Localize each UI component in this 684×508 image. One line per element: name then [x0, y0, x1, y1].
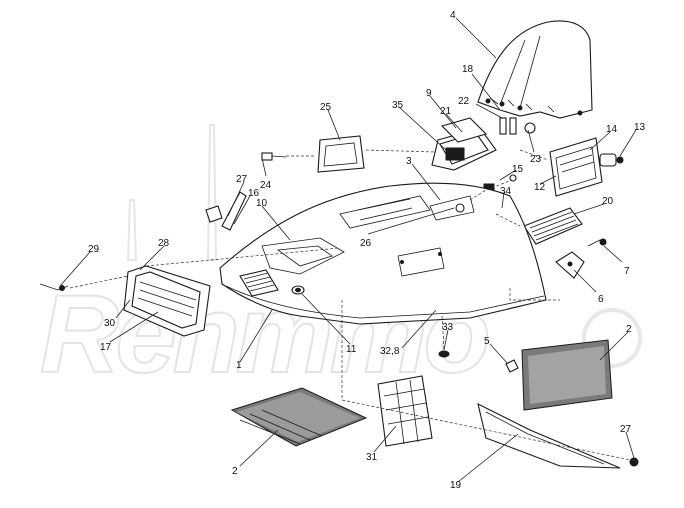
- strap-part: [205, 191, 247, 231]
- light-cover-part: [317, 135, 365, 173]
- label-23: 23: [530, 154, 542, 165]
- insulation-pad-left: [230, 387, 368, 447]
- label-31: 31: [366, 452, 378, 463]
- label-24: 24: [260, 180, 272, 191]
- label-28: 28: [158, 238, 170, 249]
- label-32-8: 32,8: [380, 346, 400, 357]
- grille-20: [523, 207, 583, 245]
- label-12: 12: [534, 182, 546, 193]
- clip-7: [587, 238, 607, 247]
- belly-pan-19: [477, 402, 621, 469]
- screw-24: [261, 152, 287, 161]
- label-26: 26: [360, 238, 372, 249]
- leader-lines: [59, 17, 637, 483]
- label-21: 21: [440, 106, 452, 117]
- label-34: 34: [500, 186, 512, 197]
- label-4: 4: [450, 10, 456, 21]
- label-7: 7: [624, 266, 630, 277]
- cable-29: [39, 283, 69, 291]
- label-2-right: 2: [626, 324, 632, 335]
- label-19: 19: [450, 480, 462, 491]
- label-6: 6: [598, 294, 604, 305]
- switch-13: [599, 153, 624, 167]
- label-27-top: 27: [236, 174, 248, 185]
- dashed-alignment-lines: [69, 149, 641, 463]
- label-3: 3: [406, 156, 412, 167]
- label-18: 18: [462, 64, 474, 75]
- label-35: 35: [392, 100, 404, 111]
- part-labels: 4 18 22 23 14 13 12 9 21 35 25 24 27 16 …: [88, 10, 646, 491]
- bracket-6: [555, 251, 585, 279]
- label-13: 13: [634, 122, 646, 133]
- insulation-pad-right: [521, 339, 613, 411]
- gauge-bracket-part: [549, 137, 603, 197]
- label-15: 15: [512, 164, 524, 175]
- label-22: 22: [458, 96, 470, 107]
- label-17: 17: [100, 342, 112, 353]
- label-10: 10: [256, 198, 268, 209]
- label-2-left: 2: [232, 466, 238, 477]
- label-5: 5: [484, 336, 490, 347]
- decal-31: [377, 375, 433, 447]
- label-9: 9: [426, 88, 432, 99]
- windshield-part: [477, 20, 593, 119]
- headlight-housing-part: [431, 117, 497, 171]
- label-27-bottom: 27: [620, 424, 632, 435]
- label-30: 30: [104, 318, 116, 329]
- label-11: 11: [346, 344, 357, 355]
- label-20: 20: [602, 196, 614, 207]
- label-33: 33: [442, 322, 454, 333]
- label-1: 1: [236, 360, 242, 371]
- label-25: 25: [320, 102, 332, 113]
- label-14: 14: [606, 124, 618, 135]
- label-29: 29: [88, 244, 100, 255]
- side-grille-part: [123, 265, 211, 337]
- hood-body-part: [219, 182, 547, 325]
- label-16: 16: [248, 188, 260, 199]
